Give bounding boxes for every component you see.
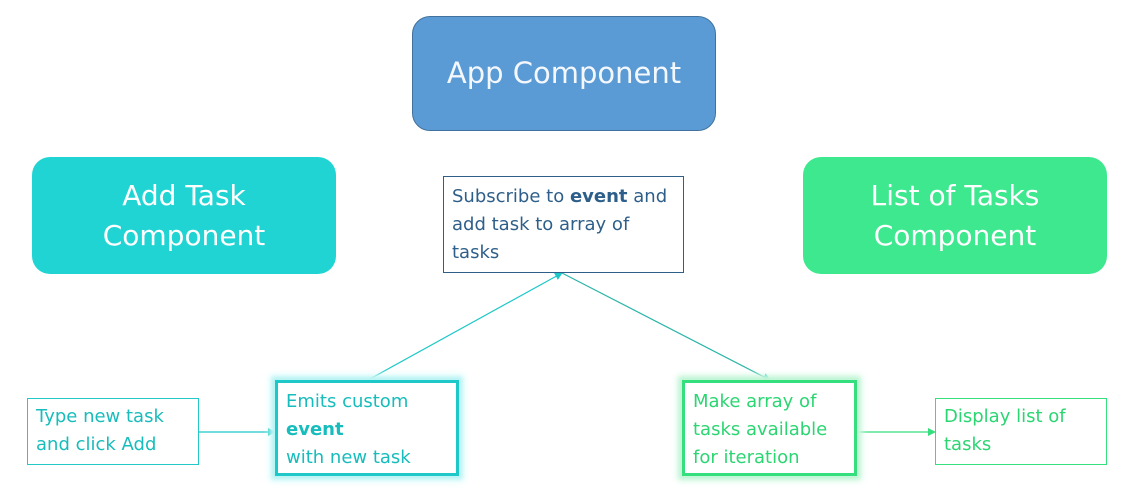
subscribe-post-text: and (627, 186, 668, 207)
subscribe-event-note: Subscribe to event and add task to array… (443, 176, 684, 273)
list-tasks-label-line1: List of Tasks (870, 179, 1040, 213)
subscribe-line2: add task to array of (452, 214, 630, 235)
emit-event-keyword: event (286, 419, 344, 440)
add-task-label-line2: Component (102, 218, 266, 252)
make-array-note: Make array of tasks available for iterat… (682, 380, 857, 476)
arrow-subscribe-to-make (561, 272, 771, 381)
display-line1: Display list of (944, 406, 1066, 427)
emit-line3: with new task (286, 447, 411, 468)
subscribe-line3: tasks (452, 242, 500, 263)
subscribe-line1: Subscribe to event and (452, 183, 683, 211)
type-line1: Type new task (36, 406, 164, 427)
subscribe-pre-text: Subscribe to (452, 186, 570, 207)
add-task-component-box: Add Task Component (32, 157, 336, 274)
display-list-note: Display list of tasks (935, 398, 1107, 465)
type-line2: and click Add (36, 434, 157, 455)
subscribe-event-keyword: event (569, 186, 628, 207)
emit-line1: Emits custom (286, 391, 409, 412)
add-task-label-line1: Add Task (122, 179, 246, 213)
arrow-emit-to-subscribe (367, 272, 563, 381)
type-new-task-note: Type new task and click Add (27, 398, 199, 465)
app-component-box: App Component (412, 16, 716, 131)
app-component-label: App Component (446, 56, 682, 91)
make-line1: Make array of (693, 391, 817, 412)
emits-event-note: Emits custom event with new task (275, 380, 459, 476)
make-line2: tasks available (693, 419, 828, 440)
make-line3: for iteration (693, 447, 800, 468)
list-tasks-component-box: List of Tasks Component (803, 157, 1107, 274)
list-tasks-label-line2: Component (873, 218, 1037, 252)
display-line2: tasks (944, 434, 992, 455)
